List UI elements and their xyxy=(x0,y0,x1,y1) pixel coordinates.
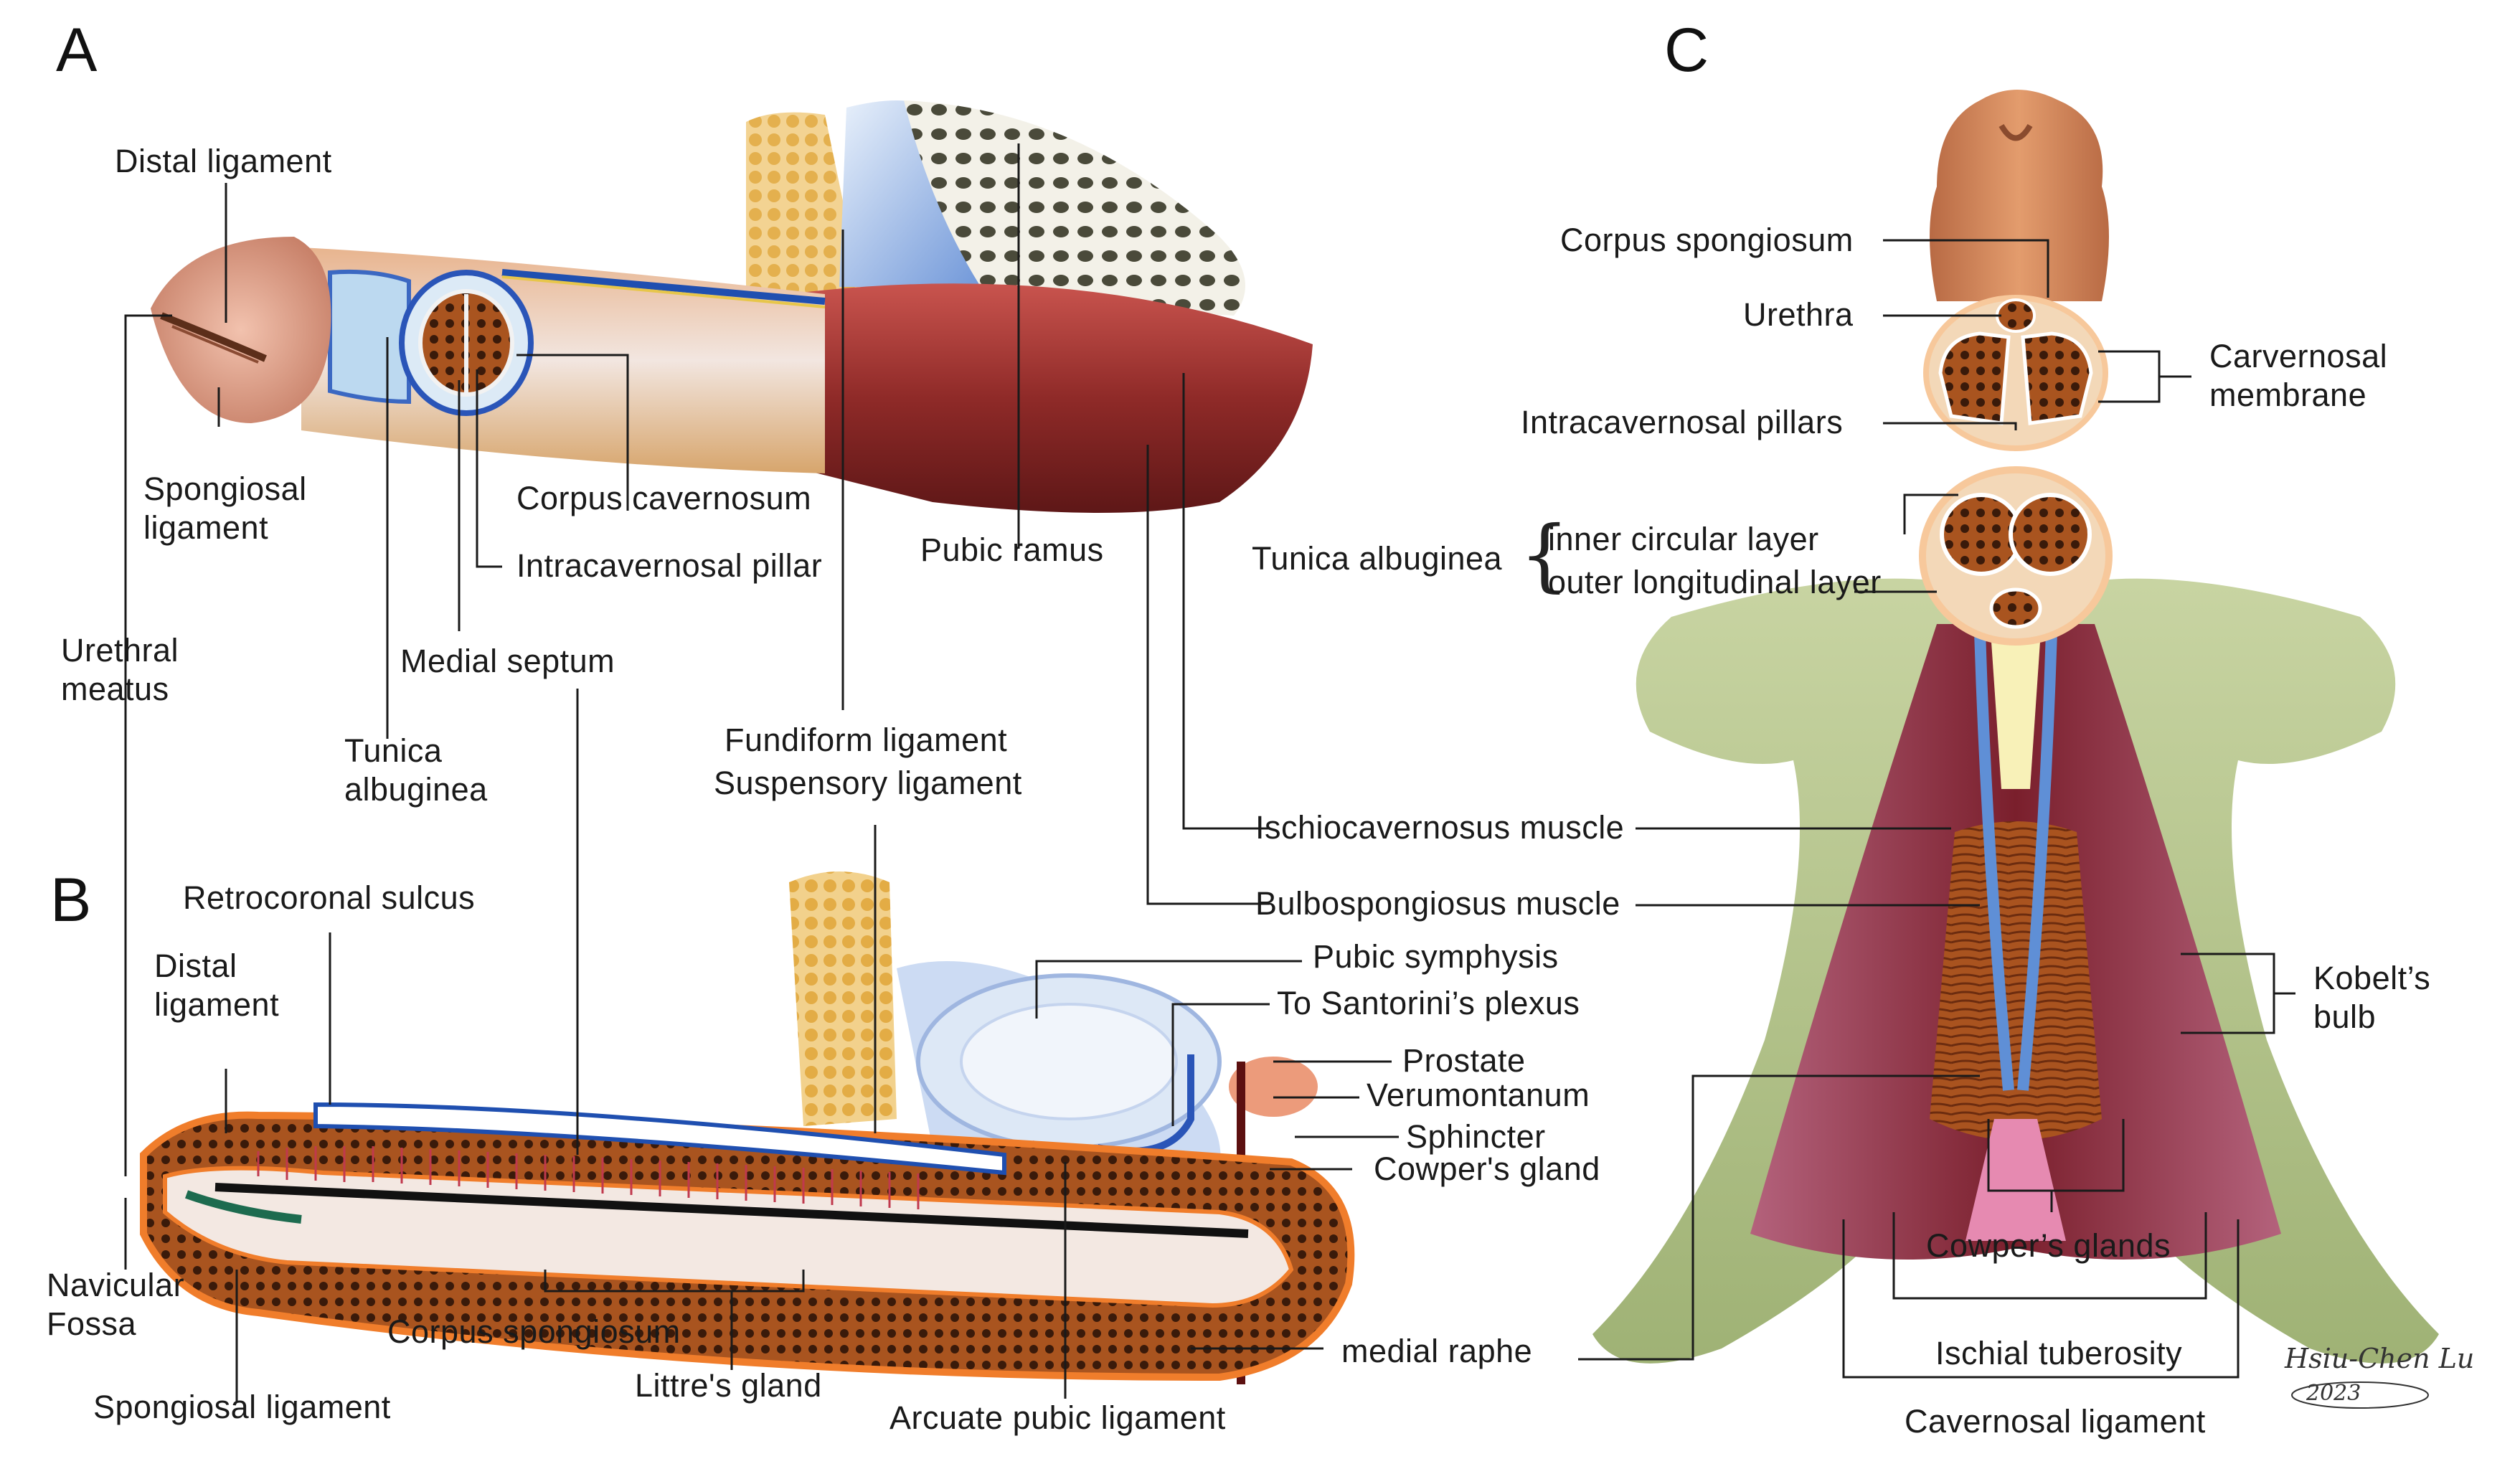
artist-signature: Hsiu-Chen Lu xyxy=(2285,1343,2475,1374)
label-ischiocavernosus-muscle: Ischiocavernosus muscle xyxy=(1255,809,1625,846)
panel-a-artwork xyxy=(151,100,1313,513)
label-corpus-cavernosum: Corpus cavernosum xyxy=(516,480,812,516)
label-corpus-spongiosum-b: Corpus spongiosum xyxy=(387,1313,681,1350)
label-ischial-tuberosity: Ischial tuberosity xyxy=(1935,1335,2183,1371)
label-pubic-ramus: Pubic ramus xyxy=(920,532,1104,568)
label-sphincter: Sphincter xyxy=(1406,1118,1546,1155)
panel-b-artwork xyxy=(140,871,1355,1384)
label-arcuate-pubic-ligament: Arcuate pubic ligament xyxy=(889,1399,1226,1436)
label-tunica-albuginea-a: Tunica albuginea xyxy=(344,732,488,808)
label-cowpers-gland: Cowper's gland xyxy=(1374,1151,1600,1187)
label-spongiosal-ligament-a: Spongiosal ligament xyxy=(143,471,307,546)
label-fundiform-ligament: Fundiform ligament xyxy=(725,722,1008,758)
label-suspensory-ligament: Suspensory ligament xyxy=(714,765,1022,801)
label-inner-circular-layer: inner circular layer xyxy=(1548,521,1819,557)
label-medial-raphe: medial raphe xyxy=(1341,1333,1533,1369)
label-verumontanum: Verumontanum xyxy=(1367,1077,1590,1113)
label-outer-longitudinal-layer: outer longitudinal layer xyxy=(1548,564,1882,600)
label-to-santorini-plexus: To Santorini’s plexus xyxy=(1277,985,1580,1021)
label-navicular-fossa: Navicular Fossa xyxy=(47,1267,185,1342)
label-tunica-albuginea-c: Tunica albuginea xyxy=(1252,540,1503,577)
label-littres-gland: Littre's gland xyxy=(635,1367,822,1404)
label-intracavernosal-pillar: Intracavernosal pillar xyxy=(516,547,823,584)
leader-lines xyxy=(124,143,2295,1402)
label-urethra: Urethra xyxy=(1743,296,1854,333)
label-cavernosal-ligament: Cavernosal ligament xyxy=(1905,1403,2206,1440)
label-intracavernosal-pillars: Intracavernosal pillars xyxy=(1521,404,1844,440)
brace-icon: { xyxy=(1519,509,1570,600)
label-distal-ligament-a: Distal ligament xyxy=(115,143,332,179)
label-spongiosal-ligament-b: Spongiosal ligament xyxy=(93,1389,391,1425)
label-prostate: Prostate xyxy=(1402,1042,1526,1079)
label-retrocoronal-sulcus: Retrocoronal sulcus xyxy=(183,879,476,916)
panel-label-b: B xyxy=(50,866,92,935)
panel-label-a: A xyxy=(56,16,98,85)
panel-label-c: C xyxy=(1664,16,1709,85)
label-cowpers-glands: Cowper’s glands xyxy=(1926,1227,2171,1264)
label-corpus-spongiosum-c: Corpus spongiosum xyxy=(1560,222,1854,258)
signature-underline xyxy=(2291,1381,2429,1409)
label-carvernosal-membrane: Carvernosal membrane xyxy=(2209,338,2388,413)
panel-c-artwork xyxy=(1592,90,2439,1364)
label-urethral-meatus: Urethral meatus xyxy=(61,632,179,707)
label-bulbospongiosus-muscle: Bulbospongiosus muscle xyxy=(1255,885,1620,922)
label-kobelts-bulb: Kobelt’s bulb xyxy=(2313,960,2431,1035)
label-medial-septum: Medial septum xyxy=(400,643,615,679)
label-distal-ligament-b: Distal ligament xyxy=(154,948,280,1023)
label-pubic-symphysis: Pubic symphysis xyxy=(1313,938,1559,975)
